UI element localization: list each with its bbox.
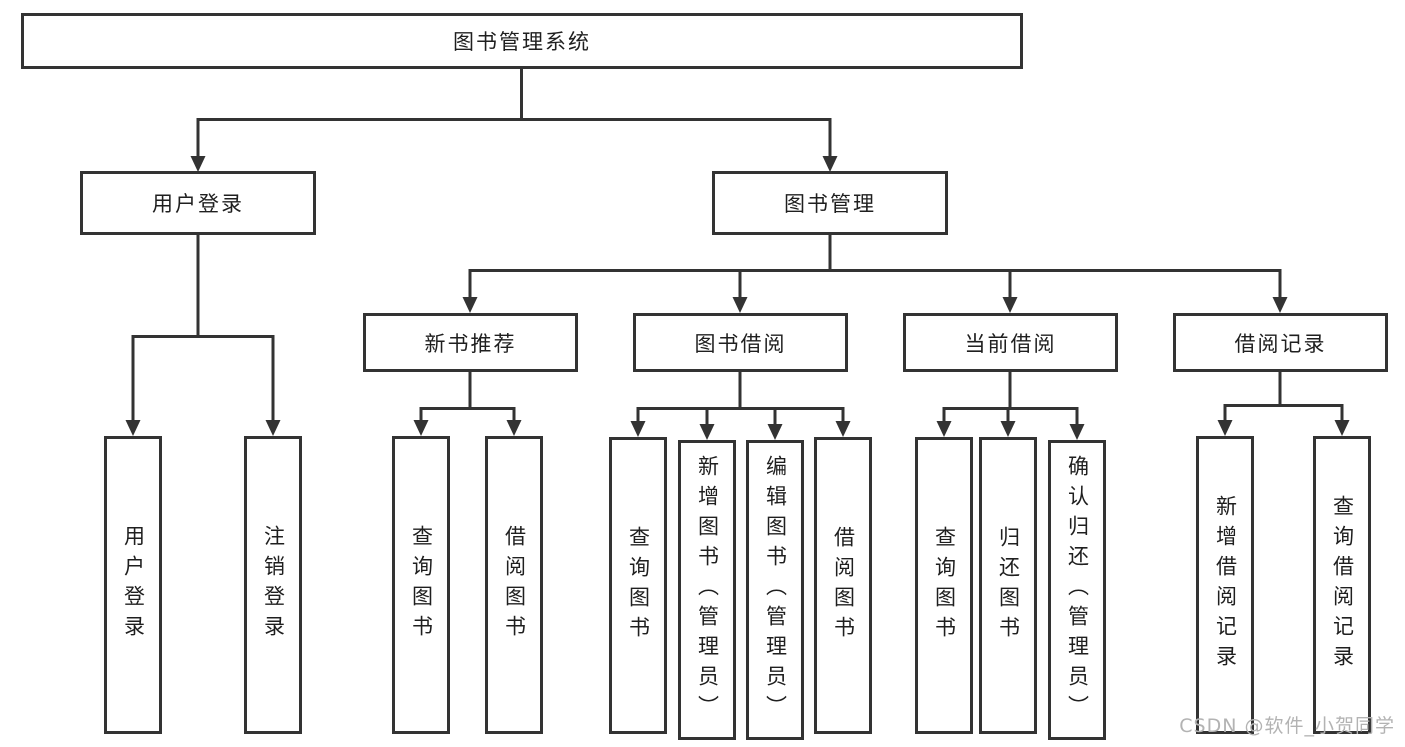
arrow-down-icon	[767, 424, 783, 440]
arrow-down-icon	[732, 297, 748, 313]
leaf-label: 注销登录	[261, 525, 286, 645]
arrow-down-icon	[936, 421, 952, 437]
watermark: CSDN @软件_小贺同学	[1179, 715, 1395, 737]
leaf-confirm-return-admin: 确认归还（管理员）	[1048, 440, 1106, 740]
leaf-label: 新增图书（管理员）	[695, 455, 720, 725]
leaf-query-books-recommend: 查询图书	[392, 436, 450, 734]
node-user-login: 用户登录	[80, 171, 316, 235]
node-label: 借阅记录	[1234, 331, 1327, 356]
connector-user-login-children	[125, 235, 281, 436]
arrow-down-icon	[1002, 297, 1018, 313]
arrow-down-icon	[1069, 424, 1085, 440]
arrow-down-icon	[506, 420, 522, 436]
connector-root-to-level2	[190, 69, 838, 172]
node-label: 新书推荐	[424, 331, 517, 356]
node-label: 图书管理	[784, 192, 876, 216]
leaf-add-borrow-record: 新增借阅记录	[1196, 436, 1254, 734]
leaf-query-books-borrow: 查询图书	[609, 437, 667, 734]
node-book-management: 图书管理	[712, 171, 948, 235]
leaf-edit-book-admin: 编辑图书（管理员）	[746, 440, 804, 740]
leaf-user-login: 用户登录	[104, 436, 162, 734]
leaf-label: 借阅图书	[831, 525, 856, 646]
leaf-label: 借阅图书	[502, 525, 527, 645]
connector-record-children	[1217, 372, 1350, 436]
leaf-label: 归还图书	[996, 525, 1021, 646]
node-current-borrowing: 当前借阅	[903, 313, 1118, 372]
arrow-down-icon	[1000, 421, 1016, 437]
leaf-label: 查询图书	[626, 525, 651, 646]
leaf-borrow-books: 借阅图书	[814, 437, 872, 734]
leaf-borrow-books-recommend: 借阅图书	[485, 436, 543, 734]
leaf-label: 查询借阅记录	[1330, 495, 1355, 675]
arrow-down-icon	[835, 421, 851, 437]
arrow-down-icon	[699, 424, 715, 440]
arrow-down-icon	[822, 156, 838, 172]
connector-borrow-children	[630, 372, 851, 440]
arrow-down-icon	[265, 420, 281, 436]
connector-recommend-children	[413, 372, 522, 436]
leaf-logout: 注销登录	[244, 436, 302, 734]
leaf-query-borrow-record: 查询借阅记录	[1313, 436, 1371, 734]
connector-book-management-children	[462, 235, 1288, 313]
arrow-down-icon	[1272, 297, 1288, 313]
node-new-book-recommendation: 新书推荐	[363, 313, 578, 372]
arrow-down-icon	[630, 421, 646, 437]
leaf-label: 用户登录	[121, 525, 146, 645]
node-label: 图书管理系统	[453, 30, 591, 54]
leaf-label: 确认归还（管理员）	[1065, 455, 1090, 725]
leaf-label: 新增借阅记录	[1213, 495, 1238, 675]
node-label: 当前借阅	[964, 331, 1057, 356]
node-borrowing-records: 借阅记录	[1173, 313, 1388, 372]
arrow-down-icon	[190, 156, 206, 172]
arrow-down-icon	[1217, 420, 1233, 436]
leaf-label: 编辑图书（管理员）	[763, 455, 788, 725]
leaf-add-book-admin: 新增图书（管理员）	[678, 440, 736, 740]
leaf-label: 查询图书	[932, 525, 957, 646]
arrow-down-icon	[413, 420, 429, 436]
node-book-borrowing: 图书借阅	[633, 313, 848, 372]
node-label: 用户登录	[152, 192, 244, 216]
arrow-down-icon	[125, 420, 141, 436]
arrow-down-icon	[462, 297, 478, 313]
connector-current-children	[936, 372, 1085, 440]
node-library-management-system: 图书管理系统	[21, 13, 1023, 69]
node-label: 图书借阅	[694, 331, 787, 356]
leaf-label: 查询图书	[409, 525, 434, 645]
arrow-down-icon	[1334, 420, 1350, 436]
leaf-return-book: 归还图书	[979, 437, 1037, 734]
leaf-query-books-current: 查询图书	[915, 437, 973, 734]
